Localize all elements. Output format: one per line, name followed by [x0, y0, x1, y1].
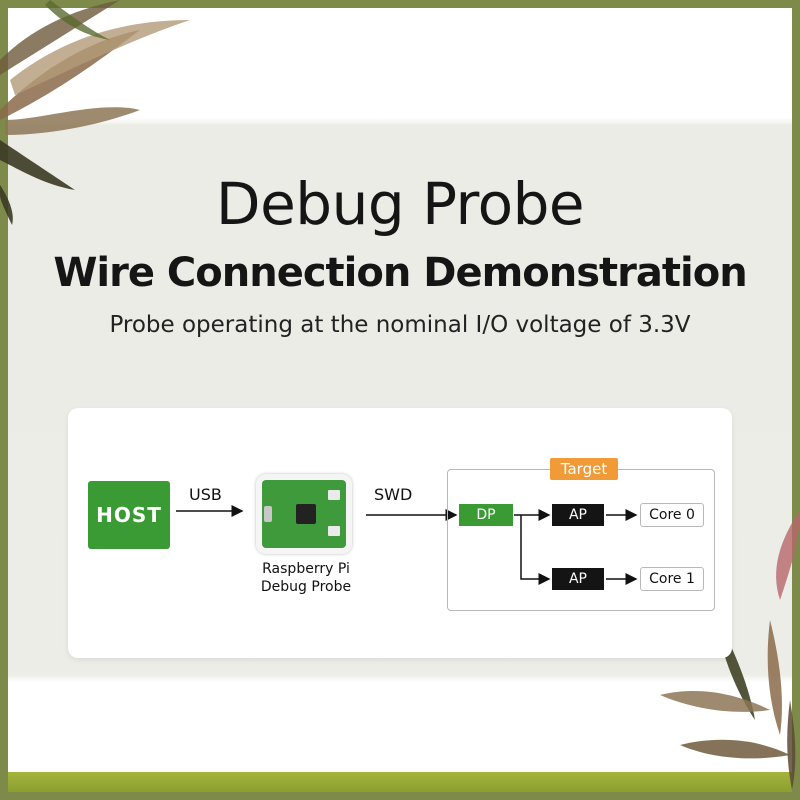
diagram-card [68, 408, 732, 658]
ap-box-1: AP [552, 568, 604, 590]
usb-label: USB [189, 485, 222, 504]
target-tag: Target [550, 458, 618, 480]
leaf-decoration-top-left-icon [0, 0, 190, 225]
probe-label: Raspberry Pi Debug Probe [254, 560, 358, 596]
page-title: Debug Probe [215, 170, 585, 238]
voltage-tagline: Probe operating at the nominal I/O volta… [109, 312, 691, 338]
pcb-icon [262, 480, 346, 548]
probe-label-line2: Debug Probe [260, 579, 352, 595]
swd-label: SWD [374, 485, 413, 504]
usb-c-port-icon [264, 506, 272, 522]
core-1-box: Core 1 [640, 567, 704, 591]
dp-to-ap1-arrow [520, 515, 551, 585]
connector-icon [328, 526, 340, 536]
debug-probe-board [256, 474, 352, 554]
core-0-box: Core 0 [640, 503, 704, 527]
ap-box-0: AP [552, 504, 604, 526]
page-subtitle: Wire Connection Demonstration [53, 250, 747, 296]
probe-label-line1: Raspberry Pi [262, 561, 350, 577]
content-area [8, 8, 792, 792]
dp-box: DP [459, 504, 513, 526]
grass-strip [8, 772, 792, 792]
microcontroller-chip-icon [296, 504, 316, 524]
connector-icon [328, 490, 340, 500]
host-box: HOST [88, 481, 170, 549]
